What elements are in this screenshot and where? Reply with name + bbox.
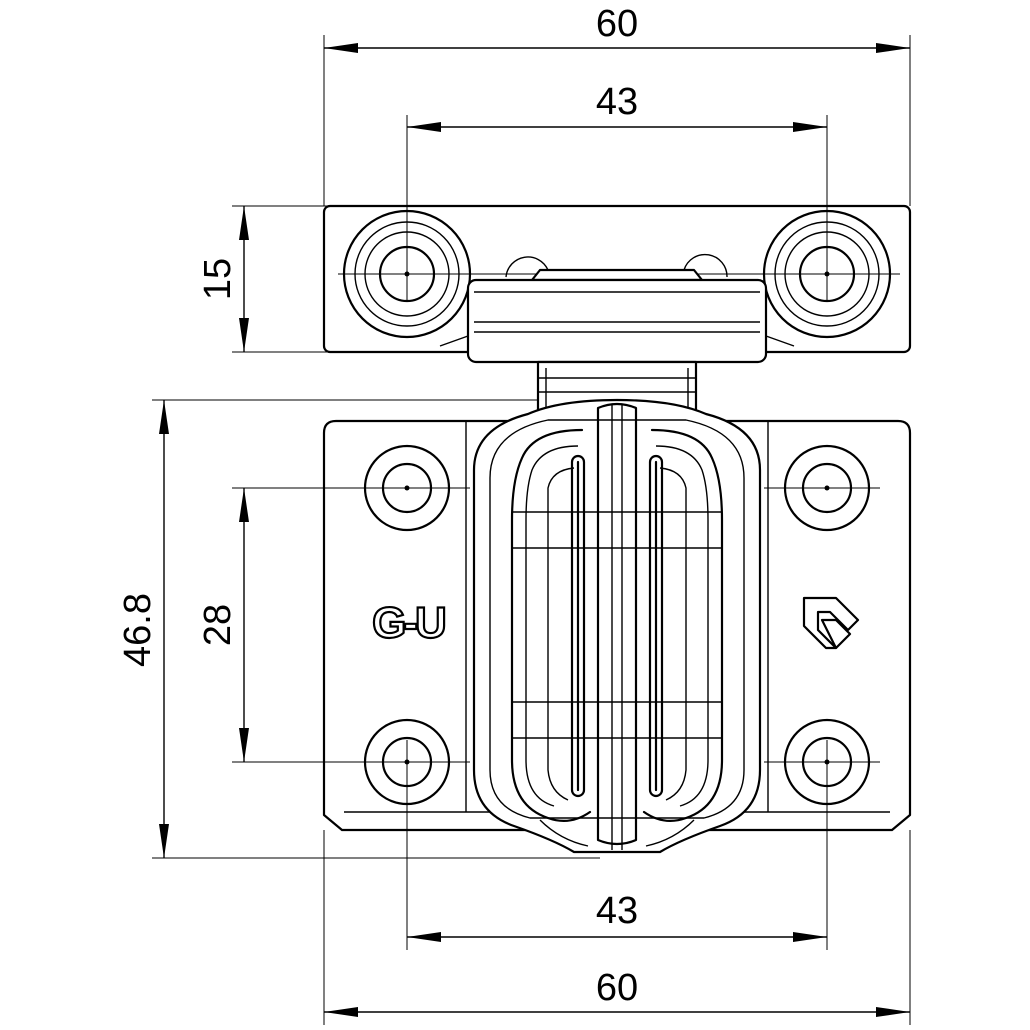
dim-bottom-width-outer: 60 [596,967,638,1009]
dim-top-height: 15 [197,258,239,300]
dimension-lines [152,35,911,1025]
gu-logo-text: G-U [372,599,445,648]
hinge-knuckle-body [472,398,762,854]
bottom-plate: G-U [322,419,912,832]
gu-arrow-logo-icon [802,596,860,650]
dim-top-width-outer: 60 [596,3,638,45]
dim-top-width-inner: 43 [596,81,638,123]
top-plate [322,204,912,364]
dimension-labels: 60 43 15 46.8 28 43 60 [117,3,638,1009]
dim-bottom-height-inner: 28 [197,604,239,646]
dim-bottom-height-outer: 46.8 [117,593,159,667]
dim-bottom-width-inner: 43 [596,890,638,932]
